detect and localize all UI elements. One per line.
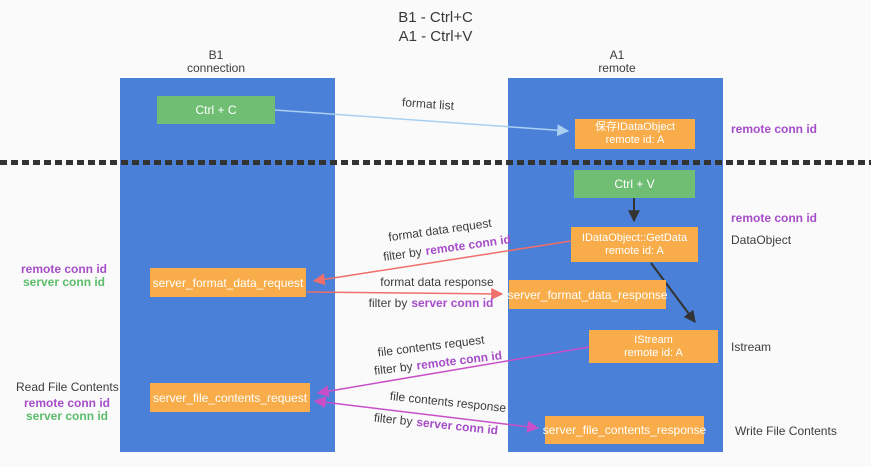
node-server-file-contents-response-label: server_file_contents_response [542,423,707,437]
title-line-2: A1 - Ctrl+V [398,28,473,45]
node-save-idataobject-line2: remote id: A [605,134,665,146]
node-istream-line1: IStream [634,333,673,346]
filter-by-text: filter by [382,244,423,264]
node-ctrl-c-label: Ctrl + C [195,103,237,117]
node-server-file-contents-request-label: server_file_contents_request [152,390,308,405]
node-server-format-data-request: server_format_data_request [150,268,306,297]
right-remote-conn-id-2: remote conn id [731,211,818,225]
node-server-format-data-response-label: server_format_data_response [507,287,668,302]
right-write-file-contents-label: Write File Contents [735,424,837,438]
lane-header-b1: B1 connection [156,49,276,75]
right-dataobject-label: DataObject [731,233,792,247]
left-conn-id-block-2: Read File Contents remote conn id server… [16,380,119,423]
title-line-1: B1 - Ctrl+C [398,9,473,26]
dashed-divider [0,160,871,165]
node-ctrl-v-label: Ctrl + V [614,177,655,191]
label-format-list: format list [401,95,455,113]
diagram-title: B1 - Ctrl+C A1 - Ctrl+V [0,8,871,46]
right-istream-label: Istream [731,340,772,354]
server-conn-id-text: server conn id [415,414,499,438]
label-file-contents-response: file contents response [389,388,507,416]
left-server-conn-id-2: server conn id [25,409,109,423]
node-istream: IStream remote id: A [589,330,718,363]
node-server-file-contents-request: server_file_contents_request [150,383,310,412]
node-server-format-data-response: server_format_data_response [507,280,668,309]
node-ctrl-v: Ctrl + V [574,170,695,198]
left-conn-id-block-1: remote conn id server conn id [18,263,110,289]
node-istream-line2: remote id: A [624,346,683,359]
lane-b1-subtitle: connection [186,61,246,75]
left-remote-conn-id-1: remote conn id [20,262,107,276]
node-save-idataobject-line1: 保存IDataObject [594,121,676,133]
lane-a1-title: A1 [609,48,625,62]
node-server-file-contents-response: server_file_contents_response [542,416,707,444]
filter-by-text: filter by [368,296,408,310]
lane-header-a1: A1 remote [557,49,677,75]
right-remote-conn-id-1: remote conn id [731,122,818,136]
filter-by-text: filter by [373,359,414,378]
lane-a1-subtitle: remote [598,61,636,75]
node-ctrl-c: Ctrl + C [157,96,275,124]
left-server-conn-id-1: server conn id [22,275,106,289]
left-remote-conn-id-2: remote conn id [23,396,110,410]
lane-b1-title: B1 [208,48,224,62]
node-server-format-data-request-label: server_format_data_request [152,275,304,290]
label-format-data-response: format data response [380,275,494,289]
node-getdata-line1: IDataObject::GetData [581,231,688,244]
node-getdata-line2: remote id: A [605,244,664,257]
server-conn-id-text: server conn id [411,296,494,310]
arrow-format-data-response [306,287,504,300]
node-idataobject-getdata: IDataObject::GetData remote id: A [571,227,698,262]
node-save-idataobject: 保存IDataObject remote id: A [575,119,695,149]
read-file-contents-label: Read File Contents [16,380,119,394]
filter-by-text: filter by [373,410,414,429]
